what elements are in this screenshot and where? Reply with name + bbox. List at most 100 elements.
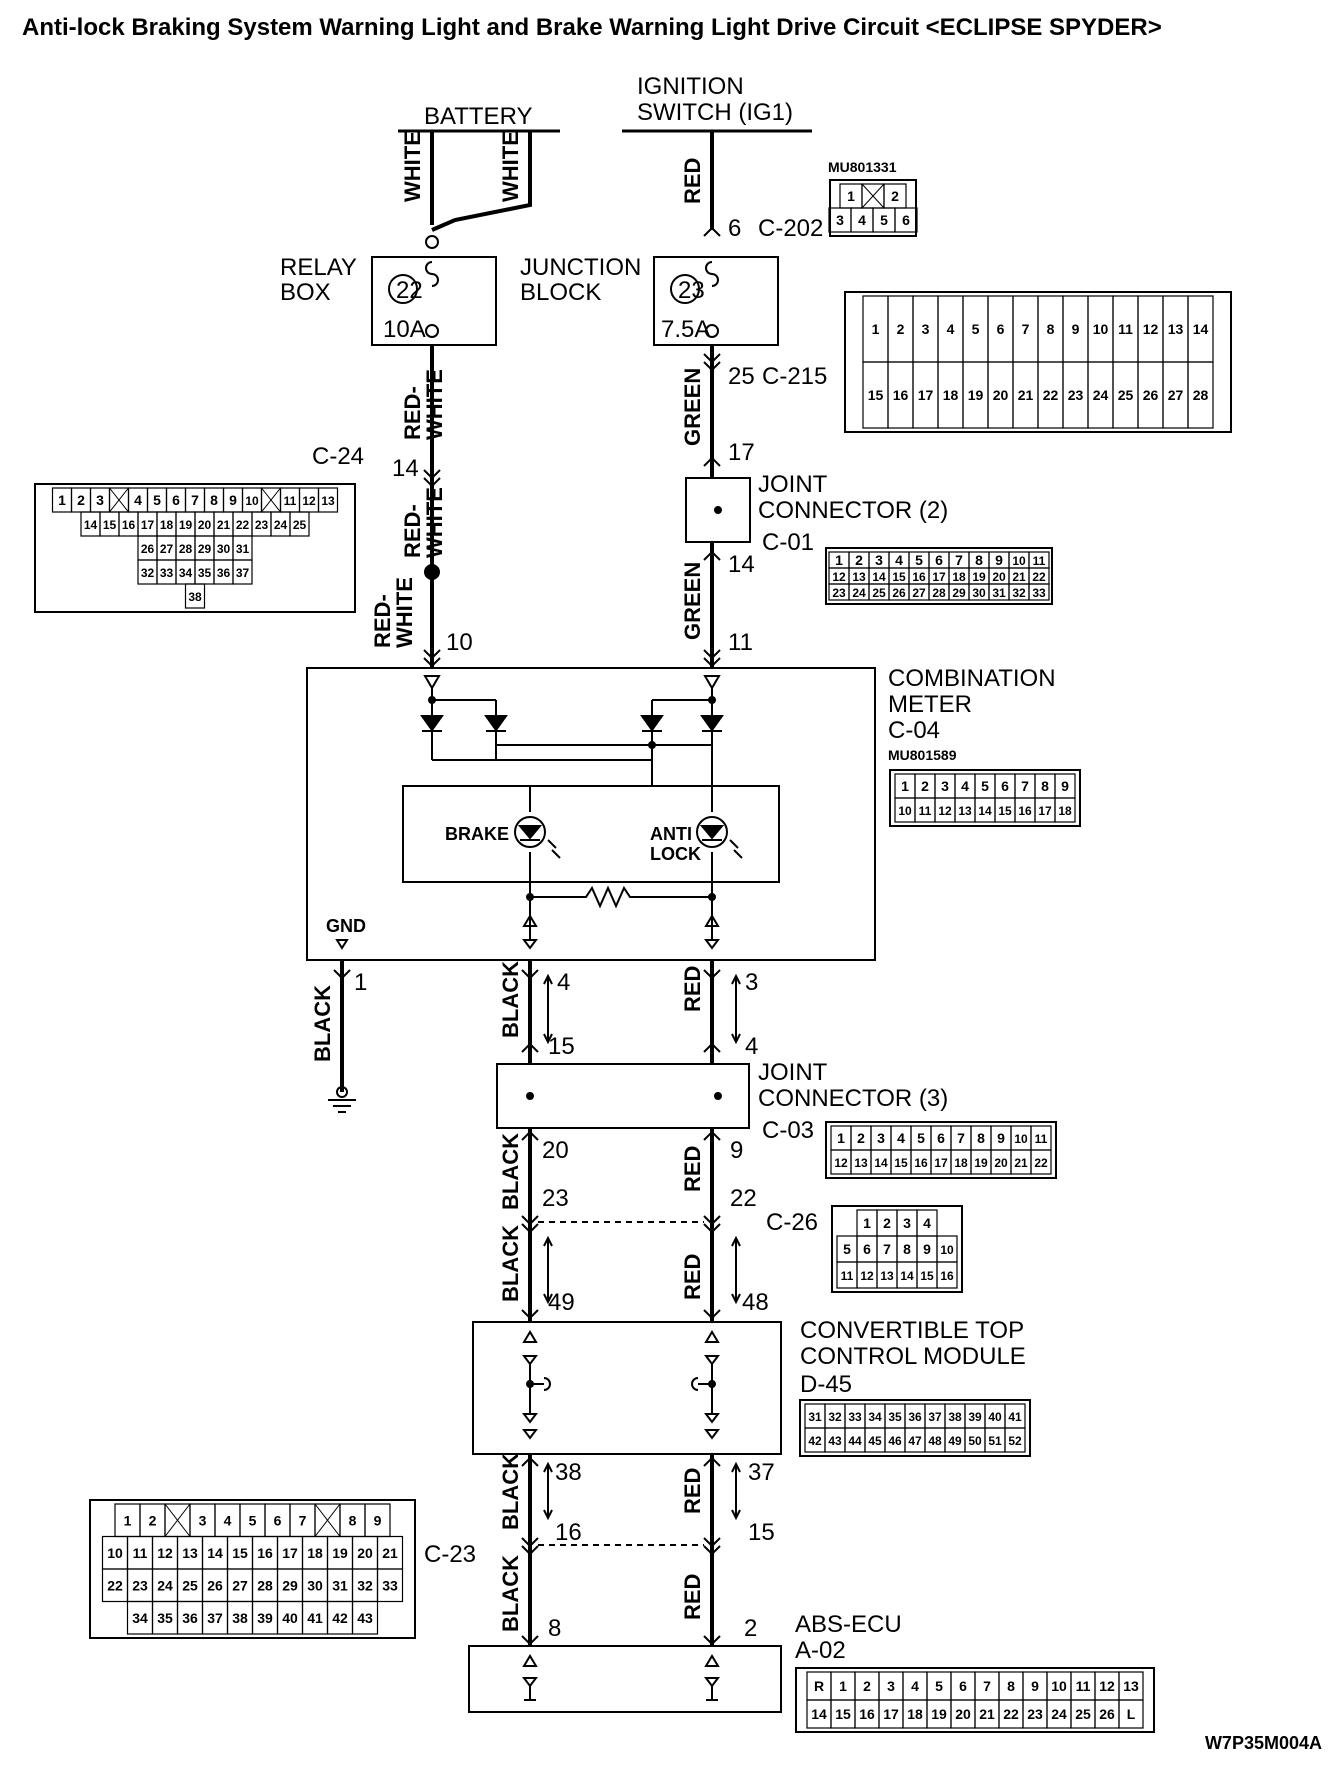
- connector-outline: [34, 483, 356, 613]
- connector-pin-number: 13: [321, 494, 335, 508]
- connector-pin-number: 22: [1003, 1706, 1019, 1722]
- wire-color-label: RED: [680, 1254, 705, 1300]
- connector-pin-number: 2: [857, 1130, 865, 1146]
- connector-pin-number: 34: [179, 566, 193, 580]
- connector-pin-number: 38: [232, 1610, 248, 1626]
- pin-label: 20: [542, 1137, 569, 1164]
- connector-pin-number: 21: [1014, 1156, 1028, 1170]
- connector-pin-number: 27: [160, 542, 174, 556]
- connector-pin-number: 39: [257, 1610, 273, 1626]
- connector-pin-number: 49: [948, 1434, 962, 1448]
- empty-cavity-mark: [314, 1503, 341, 1537]
- connector-pin-number: 11: [841, 1269, 854, 1283]
- connector-c24: C-24: [312, 443, 364, 470]
- connector-outline: [795, 1667, 1155, 1733]
- connector-pin-number: 28: [179, 542, 193, 556]
- connector-pin-number: 2: [891, 188, 899, 204]
- empty-cavity-mark: [861, 183, 885, 209]
- connector-pin-number: 21: [382, 1545, 398, 1561]
- connector-pin-number: 3: [836, 212, 844, 228]
- abs-ecu-label: ABS-ECU: [795, 1611, 902, 1638]
- connector-pin-number: 2: [149, 1512, 157, 1528]
- c23-connector-mark: [521, 1537, 539, 1556]
- wire-color-label: BLACK: [498, 1555, 523, 1632]
- figure-code: W7P35M004A: [1204, 1733, 1322, 1753]
- wire-color-label: WHITE: [392, 577, 417, 648]
- connector-pin-number: 37: [928, 1410, 942, 1424]
- c26-connector-mark: [703, 1215, 721, 1234]
- connector-pin-number: 8: [210, 492, 218, 508]
- wire-color-label: GREEN: [680, 368, 705, 446]
- relay-fuse-number: 22: [396, 277, 423, 304]
- connector-pin-number: 50: [968, 1434, 982, 1448]
- switch-contact: [530, 1377, 551, 1391]
- pin-label: 8: [548, 1615, 561, 1642]
- connector-pin-number: 44: [848, 1434, 862, 1448]
- convertible-top-label-2: CONTROL MODULE: [800, 1343, 1026, 1370]
- connector-pin-number: 13: [880, 1269, 894, 1283]
- connector-pin-number: 48: [928, 1434, 942, 1448]
- connector-pin-number: 30: [972, 586, 986, 600]
- connector-a02: A-02: [795, 1637, 846, 1664]
- connector-pin-number: 11: [919, 804, 932, 818]
- connector-pin-number: 37: [207, 1610, 223, 1626]
- connector-pin-number: 9: [1031, 1678, 1039, 1694]
- joint-connector-2-label-1: JOINT: [758, 471, 828, 498]
- wire-color-label: WHITE: [400, 131, 425, 202]
- connector-cell: [1028, 583, 1050, 601]
- pin-label: 48: [742, 1289, 769, 1316]
- white-wire-b: [431, 131, 532, 232]
- connector-pin-number: 6: [937, 1130, 945, 1146]
- connector-c26: C-26: [766, 1209, 818, 1236]
- connector-pin-number: 16: [893, 387, 909, 403]
- connector-pin-number: 30: [217, 542, 231, 556]
- connector-pin-number: 5: [843, 1241, 851, 1257]
- connector-cell: [1030, 1149, 1052, 1175]
- gnd-label: GND: [326, 916, 366, 936]
- connector-pin-number: 23: [1027, 1706, 1043, 1722]
- wire-color-label: BLACK: [498, 1453, 523, 1530]
- connector-c01: C-01: [762, 529, 814, 556]
- connector-arrow: [703, 550, 721, 561]
- connector-pin-number: 17: [282, 1545, 298, 1561]
- connector-pin-number: 15: [232, 1545, 248, 1561]
- connector-pin-number: 22: [236, 518, 250, 532]
- connector-pin-number: 10: [1014, 1132, 1028, 1146]
- connector-outline: [831, 1205, 963, 1293]
- connector-pin-number: 23: [832, 586, 846, 600]
- connector-pin-number: 4: [858, 212, 866, 228]
- bidirectional-arrow: [543, 1235, 553, 1305]
- connector-outline: [825, 547, 1053, 605]
- connector-pin-number: 22: [107, 1577, 123, 1593]
- connector-pin-number: 40: [988, 1410, 1002, 1424]
- connector-pin-number: 7: [955, 552, 963, 568]
- empty-cavity-mark: [261, 487, 281, 513]
- connector-pin-number: 7: [983, 1678, 991, 1694]
- connector-pin-number: 1: [863, 1215, 871, 1231]
- connector-pin-number: 31: [992, 586, 1006, 600]
- connector-pin-number: 14: [1193, 321, 1209, 337]
- joint-connector-3-box: [496, 1063, 750, 1129]
- connector-pin-number: 25: [872, 586, 886, 600]
- connector-cell: [936, 1261, 958, 1289]
- connector-c03: C-03: [762, 1117, 814, 1144]
- connector-pin-number: 33: [382, 1577, 398, 1593]
- connector-pin-number: 14: [811, 1706, 827, 1722]
- pin-label: 14: [392, 455, 419, 482]
- connector-c04: C-04: [888, 717, 940, 744]
- connector-pin-number: 31: [808, 1410, 822, 1424]
- light-emission-mark: [729, 839, 743, 859]
- connector-pin-number: 4: [134, 492, 142, 508]
- connector-pin-number: 28: [1193, 387, 1209, 403]
- connector-pin-number: 6: [1001, 778, 1009, 794]
- connector-pin-number: 3: [887, 1678, 895, 1694]
- connector-pin-number: 27: [232, 1577, 248, 1593]
- wire-color-label: RED: [680, 1146, 705, 1192]
- connector-pin-number: 5: [249, 1512, 257, 1528]
- wire-color-label: WHITE: [498, 131, 523, 202]
- connector-pin-number: 2: [855, 552, 863, 568]
- connector-pin-number: 14: [874, 1156, 888, 1170]
